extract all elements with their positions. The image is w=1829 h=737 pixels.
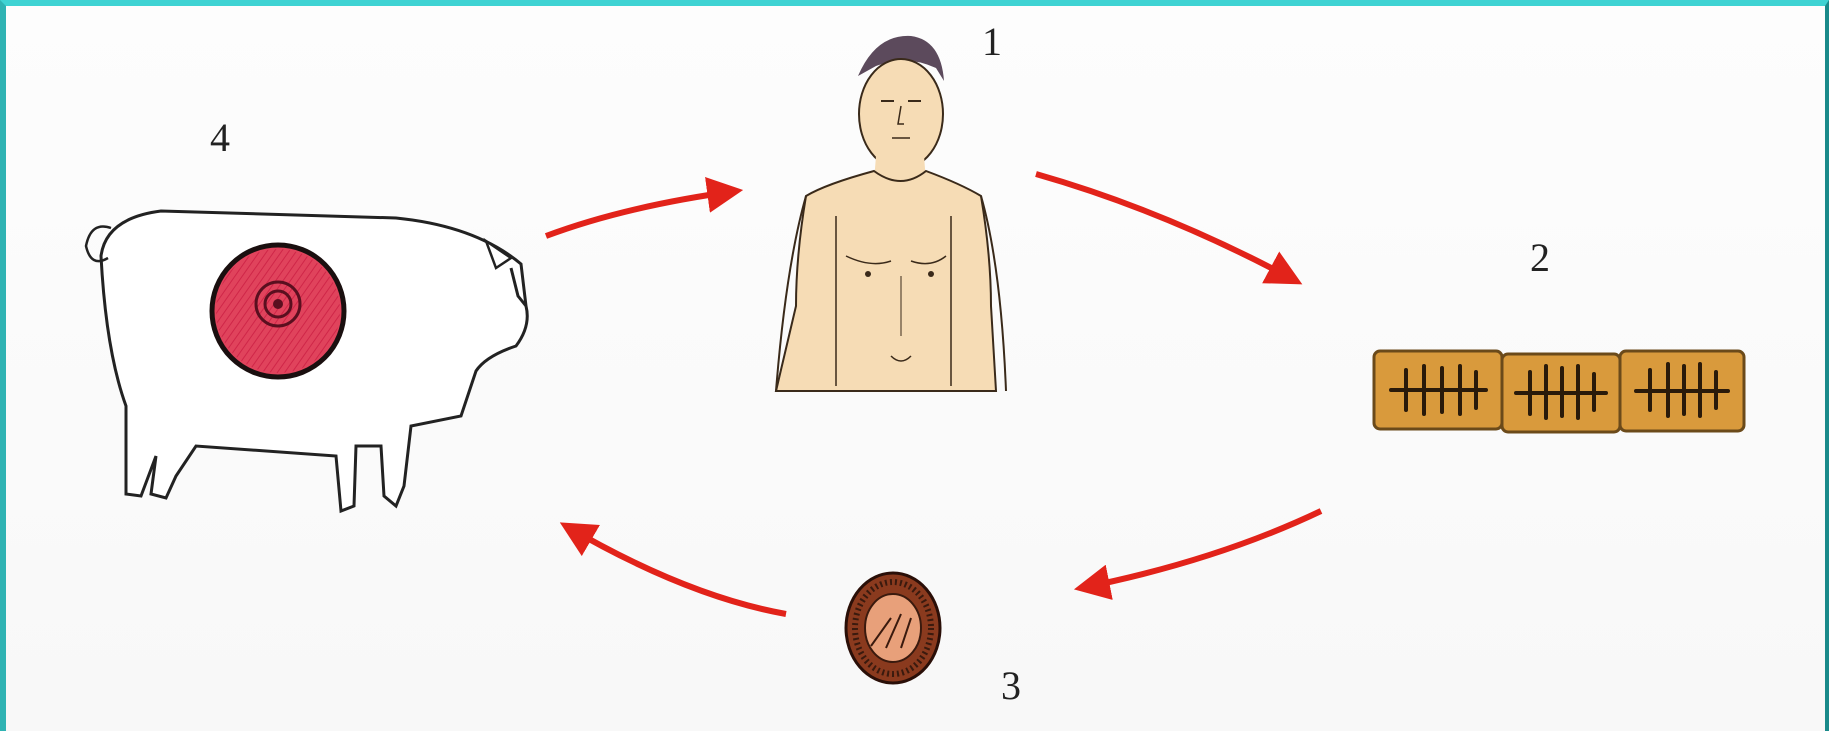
label-human: 1 xyxy=(982,18,1002,65)
arrow-proglottids-to-egg xyxy=(1081,511,1321,588)
arrow-pig-to-human xyxy=(546,191,736,236)
arrow-human-to-proglottids xyxy=(1036,174,1296,281)
label-egg: 3 xyxy=(1001,662,1021,709)
segment xyxy=(1502,354,1620,432)
segment xyxy=(1620,351,1744,431)
tapeworm-segments-icon xyxy=(1374,351,1744,432)
human-torso-icon xyxy=(776,36,1006,391)
label-pig: 4 xyxy=(210,114,230,161)
arrow-egg-to-pig xyxy=(566,526,786,614)
tapeworm-egg-icon xyxy=(846,573,940,683)
life-cycle-diagram xyxy=(6,6,1829,737)
label-proglottids: 2 xyxy=(1530,234,1550,281)
pig-with-cyst-icon xyxy=(86,211,527,511)
segment xyxy=(1374,351,1502,429)
